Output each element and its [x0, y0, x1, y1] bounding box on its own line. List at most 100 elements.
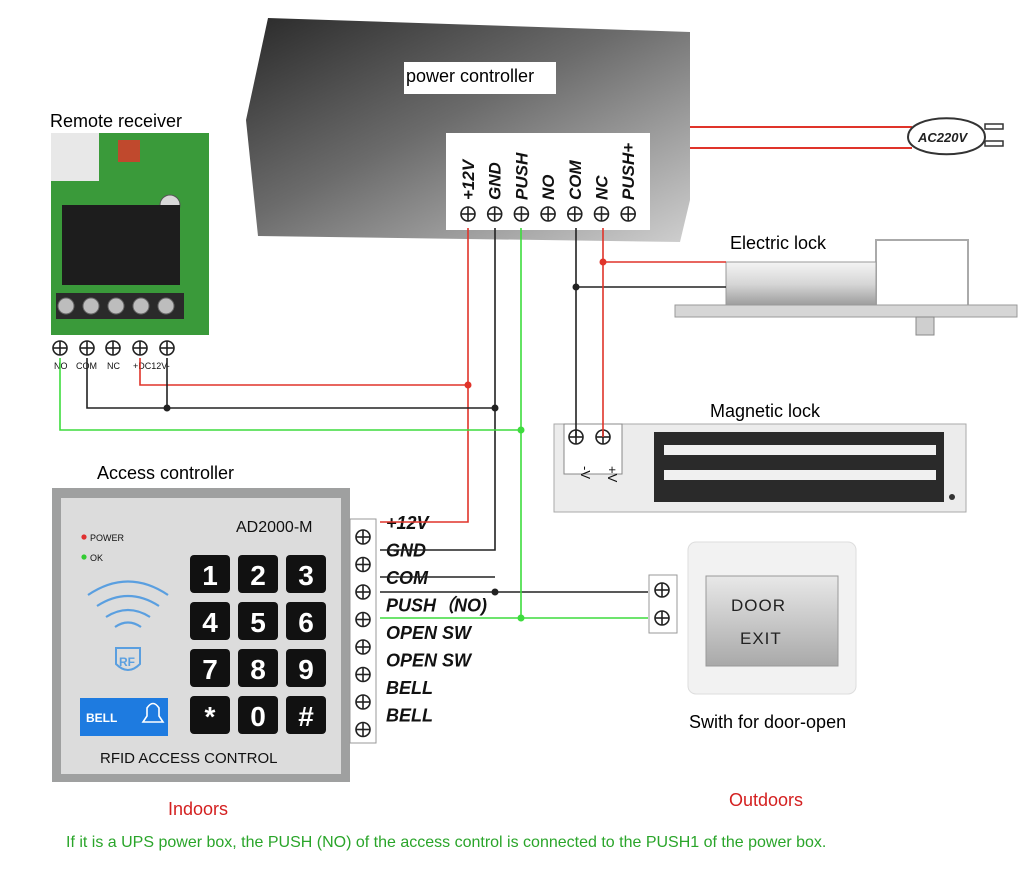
ac-terminal-screw	[355, 529, 371, 545]
keypad-key-label: 4	[202, 607, 218, 638]
bell-icon	[141, 702, 165, 723]
keypad-key	[190, 649, 230, 687]
plug-label: AC220V	[917, 130, 968, 145]
pc-terminal-label: COM	[566, 160, 585, 201]
ac-terminal-screw	[355, 721, 371, 738]
pc-terminal-screw	[593, 206, 610, 222]
exit-button-line1: DOOR	[731, 596, 786, 615]
ac-terminal-label: BELL	[386, 706, 433, 726]
wire-black-receiver	[166, 358, 495, 409]
exit-terminal-2	[654, 610, 670, 626]
outdoors-label: Outdoors	[729, 790, 803, 810]
pc-terminal-label: PUSH+	[619, 143, 638, 200]
plug-body	[906, 117, 987, 156]
ac-terminal-screw	[355, 666, 371, 683]
wire-red-receiver	[139, 358, 468, 386]
indoors-label: Indoors	[168, 799, 228, 819]
bell-label: BELL	[86, 711, 117, 725]
electric-lock-title: Electric lock	[730, 233, 827, 253]
access-controller-footer: RFID ACCESS CONTROL	[100, 750, 278, 767]
power-controller-title: power controller	[406, 66, 534, 86]
ac-plug: AC220V	[690, 117, 1004, 156]
receiver-terminal-screw	[159, 340, 175, 356]
receiver-board-screw	[57, 297, 75, 315]
remote-receiver-title: Remote receiver	[50, 111, 182, 131]
ok-led-label: OK	[90, 553, 103, 563]
ac-terminal-screw	[355, 611, 371, 628]
ac-terminal-screw	[355, 639, 371, 655]
exit-terminal-1	[654, 582, 670, 598]
junction-green-2	[517, 614, 525, 622]
access-controller: Access controller AD2000-M POWER OK RF B…	[52, 463, 487, 782]
keypad-key-label: 5	[250, 607, 266, 638]
keypad-key-label: #	[298, 701, 314, 732]
pc-terminal-label: NC	[593, 175, 612, 200]
keypad-key-label: 8	[250, 654, 266, 685]
access-controller-title: Access controller	[97, 463, 234, 483]
electric-lock-plate	[674, 304, 1018, 318]
keypad-key	[190, 555, 230, 593]
receiver-module	[51, 133, 99, 181]
magnetic-lock: Magnetic lock -V+V	[553, 401, 967, 513]
ac-terminal-screw	[355, 584, 371, 600]
rf-wave-icon	[87, 580, 169, 628]
plug-pin-top	[984, 123, 1004, 130]
model-label: AD2000-M	[236, 519, 312, 536]
keypad-key	[286, 649, 326, 687]
pc-terminal-label: NO	[539, 175, 558, 201]
keypad-key	[238, 649, 278, 687]
receiver-pot	[118, 140, 140, 162]
junction-red-2	[599, 258, 607, 266]
keypad-key	[286, 555, 326, 593]
junction-green-1	[517, 426, 525, 434]
junction-black-3	[491, 588, 499, 596]
keypad-key-label: 9	[298, 654, 314, 685]
keypad-key	[190, 696, 230, 734]
keypad-key	[286, 602, 326, 640]
receiver-terminal-label: NC	[107, 361, 120, 371]
ac-terminal-label: OPEN SW	[386, 623, 473, 643]
electric-lock-frame	[875, 239, 969, 307]
receiver-board-screw	[82, 297, 100, 315]
power-controller-title-bg	[404, 62, 556, 94]
rf-label: RF	[119, 655, 135, 669]
keypad-key-label: 3	[298, 560, 314, 591]
pc-terminal-label: PUSH	[512, 152, 531, 200]
ac-terminal-label: COM	[386, 568, 429, 588]
maglock-terminal-label: -V	[578, 466, 593, 479]
wire-red-12v	[380, 228, 469, 523]
magnetic-lock-terminals: -V +V	[568, 429, 620, 483]
ac-terminal-label: +12V	[386, 513, 431, 533]
receiver-board-screw	[132, 297, 150, 315]
power-led-label: POWER	[90, 533, 125, 543]
wire-black-com	[86, 358, 167, 409]
receiver-relay	[62, 205, 180, 285]
ac-terminal-screw	[355, 694, 371, 710]
receiver-board-screw	[157, 297, 175, 315]
maglock-terminal-label: +V	[605, 466, 620, 483]
receiver-terminal-screw	[52, 340, 68, 356]
wire-black-gnd	[380, 228, 496, 551]
magnetic-lock-strip-1	[664, 445, 936, 455]
keypad-key-label: 2	[250, 560, 266, 591]
keypad-key-label: 6	[298, 607, 314, 638]
bell-button	[80, 698, 168, 736]
receiver-terminal-screw	[132, 340, 148, 356]
ac-terminal-label: OPEN SW	[386, 651, 473, 671]
pc-terminal-screw	[620, 206, 637, 222]
magnetic-lock-strip-2	[664, 470, 936, 480]
ac-terminal-label: PUSH（NO)	[386, 596, 487, 616]
rf-shield-icon	[115, 647, 141, 671]
ac-terminal-screw	[355, 556, 371, 573]
pc-terminal-screw	[566, 206, 583, 222]
keypad-key-label: 1	[202, 560, 218, 591]
wires	[59, 228, 726, 622]
ok-led-icon	[81, 554, 87, 560]
pc-terminal-screw	[540, 206, 556, 222]
